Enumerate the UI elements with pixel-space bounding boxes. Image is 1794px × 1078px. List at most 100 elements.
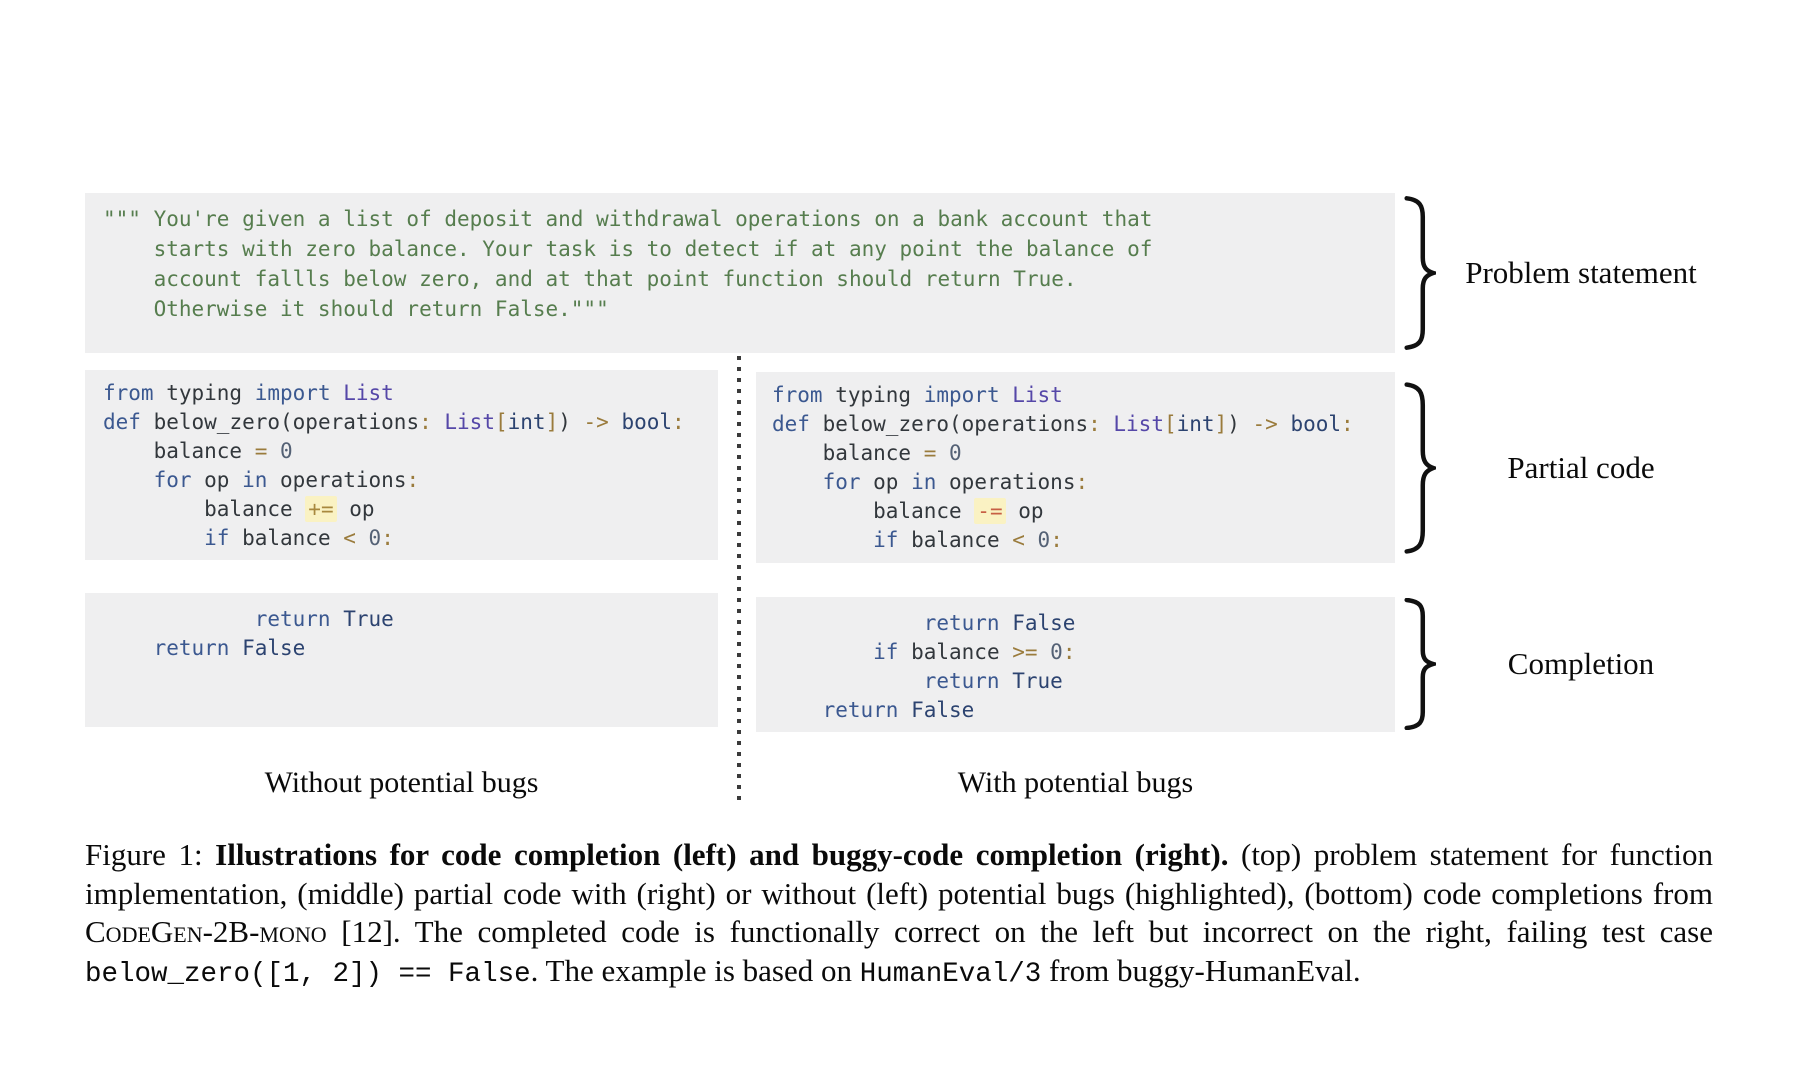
code-token: def	[772, 412, 810, 436]
code-token: if	[772, 528, 899, 552]
code-token: False	[898, 698, 975, 722]
code-line: if balance < 0:	[772, 526, 1395, 555]
code-token: operations	[936, 470, 1076, 494]
caption-segment: [12]. The completed code is functionally…	[326, 914, 1713, 949]
code-token: from	[772, 383, 823, 407]
code-token: List	[330, 381, 394, 405]
caption-segment: HumanEval/3	[859, 958, 1042, 990]
code-token: op	[860, 470, 912, 494]
code-token: )	[1227, 412, 1240, 436]
code-token: 0	[936, 441, 962, 465]
side-group-partial-code: Partial code	[1402, 379, 1726, 557]
column-label-with-bugs: With potential bugs	[957, 766, 1194, 799]
caption-segment: Figure 1:	[85, 837, 216, 872]
code-token: True	[999, 669, 1063, 693]
code-token: 0	[355, 526, 382, 550]
code-token: balance	[898, 640, 1013, 664]
code-token: 0	[1024, 528, 1051, 552]
code-token: :	[1088, 412, 1101, 436]
code-token: return	[772, 611, 1000, 635]
code-token: return	[772, 698, 899, 722]
code-token: True	[330, 607, 394, 631]
code-line: return True	[772, 667, 1395, 696]
code-token: below_zero(operations	[809, 412, 1089, 436]
code-token: balance	[103, 439, 255, 463]
code-token: 0	[267, 439, 293, 463]
curly-brace-icon	[1402, 196, 1436, 350]
side-label-problem-statement: Problem statement	[1465, 255, 1697, 290]
code-token: op	[336, 497, 375, 521]
code-line: return False	[103, 634, 718, 663]
completion-left-box: return True return False	[85, 593, 718, 727]
caption-segment: . The example is based on	[530, 952, 860, 988]
code-token: import	[923, 383, 1000, 407]
code-token: balance	[103, 497, 306, 521]
column-label-without-bugs: Without potential bugs	[264, 766, 539, 799]
code-line: Otherwise it should return False."""	[103, 294, 1395, 324]
side-group-problem-statement: Problem statement	[1402, 193, 1726, 353]
code-token: :	[1075, 470, 1089, 494]
caption-segment: below_zero([1, 2]) == False	[85, 958, 531, 990]
code-token: for	[103, 468, 192, 492]
code-token: below_zero(operations	[140, 410, 420, 434]
code-token: balance	[898, 528, 1013, 552]
code-token: -=	[974, 498, 1006, 524]
code-token: int	[1176, 412, 1215, 436]
code-token: <	[1012, 528, 1025, 552]
code-line: return True	[103, 605, 718, 634]
code-token: balance	[772, 441, 924, 465]
code-token: ->	[570, 410, 609, 434]
code-line: return False	[772, 696, 1395, 725]
code-line: balance -= op	[772, 497, 1395, 526]
code-token: bool	[608, 410, 673, 434]
code-line: """ You're given a list of deposit and w…	[103, 204, 1395, 234]
code-token: False	[229, 636, 306, 660]
code-line: balance = 0	[103, 437, 718, 466]
code-line: return False	[772, 609, 1395, 638]
code-token: int	[507, 410, 546, 434]
code-token: >=	[1012, 640, 1038, 664]
code-token: :	[1341, 412, 1354, 436]
code-token: ]	[545, 410, 559, 434]
caption-segment: (top) problem statement for function imp…	[85, 837, 1713, 911]
code-token: typing	[822, 383, 924, 407]
code-token: balance	[229, 526, 344, 550]
code-line: starts with zero balance. Your task is t…	[103, 234, 1395, 264]
code-token: [	[494, 410, 508, 434]
code-token: if	[103, 526, 230, 550]
side-label-partial-code: Partial code	[1507, 450, 1655, 485]
code-token: :	[381, 526, 394, 550]
code-line: if balance < 0:	[103, 524, 718, 553]
code-token: 0	[1037, 640, 1063, 664]
code-line: balance += op	[103, 495, 718, 524]
code-line: def below_zero(operations: List[int]) ->…	[772, 410, 1395, 439]
code-token: List	[1100, 412, 1164, 436]
code-token: List	[431, 410, 495, 434]
code-token: op	[1005, 499, 1044, 523]
code-line: for op in operations:	[103, 466, 718, 495]
side-group-completion: Completion	[1402, 596, 1726, 732]
code-token: List	[999, 383, 1063, 407]
code-line: def below_zero(operations: List[int]) ->…	[103, 408, 718, 437]
problem-statement-box: """ You're given a list of deposit and w…	[85, 193, 1395, 353]
code-token: op	[191, 468, 243, 492]
code-token: from	[103, 381, 154, 405]
code-token: """ You're given a list of deposit and w…	[103, 207, 1153, 231]
code-token: starts with zero balance. Your task is t…	[103, 237, 1153, 261]
code-token: Otherwise it should return False."""	[103, 297, 609, 321]
code-token: return	[103, 636, 230, 660]
caption-segment: Illustrations for code completion (left)…	[215, 837, 1229, 872]
code-token: def	[103, 410, 141, 434]
code-token: operations	[267, 468, 407, 492]
code-token: :	[419, 410, 432, 434]
code-token: :	[406, 468, 420, 492]
code-token: False	[999, 611, 1076, 635]
caption-segment: CodeGen-2B-mono	[85, 914, 327, 949]
code-line: from typing import List	[103, 379, 718, 408]
code-token: <	[343, 526, 356, 550]
code-token: return	[103, 607, 331, 631]
code-line: account fallls below zero, and at that p…	[103, 264, 1395, 294]
code-token: :	[672, 410, 685, 434]
